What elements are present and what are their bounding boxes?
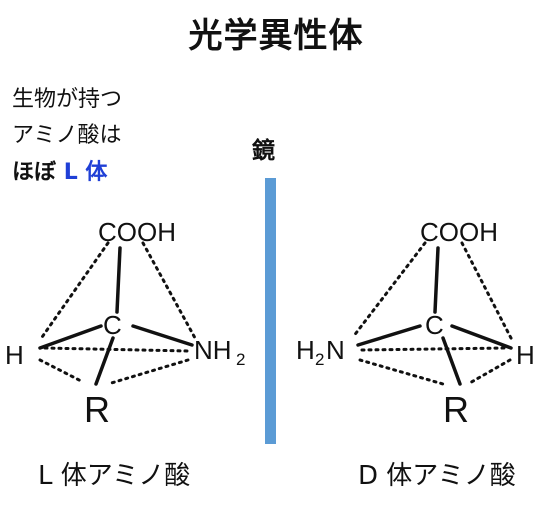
d-label-n: N — [326, 335, 345, 365]
l-label-r: R — [84, 389, 110, 430]
l-bond-left — [38, 324, 103, 350]
d-edge-right-bottom — [466, 358, 512, 386]
d-edge-top-right — [460, 241, 514, 342]
d-edge-left-right — [360, 346, 508, 352]
d-bond-left — [356, 324, 422, 347]
l-bond-bottom — [94, 336, 115, 386]
d-molecule: COOH C H 2 N H R — [296, 217, 535, 430]
l-edge-left-bottom — [38, 358, 85, 384]
d-bond-right — [450, 324, 513, 350]
d-bond-top — [433, 246, 440, 314]
d-label-h2-main: H — [296, 335, 315, 365]
l-molecule: COOH C H NH 2 R — [5, 217, 245, 430]
l-label-nh-subscript: 2 — [236, 350, 245, 369]
d-edge-left-bottom — [358, 358, 445, 386]
l-caption: L 体アミノ酸 — [38, 461, 191, 491]
d-caption: D 体アミノ酸 — [358, 461, 516, 491]
l-bond-top — [115, 246, 122, 314]
d-label-cooh: COOH — [420, 217, 498, 247]
page-title: 光学異性体 — [188, 16, 364, 56]
d-bond-bottom — [441, 336, 462, 386]
d-label-h: H — [516, 340, 535, 370]
l-label-cooh: COOH — [98, 217, 176, 247]
l-edge-top-left — [38, 241, 110, 342]
note-line-3: ほぼ L 体 — [12, 159, 107, 187]
note-line-3-prefix: ほぼ — [12, 160, 57, 185]
note-highlight: L 体 — [63, 160, 108, 185]
note-line-2: アミノ酸は — [12, 123, 122, 148]
mirror-label: 鏡 — [252, 138, 275, 164]
note-line-1: 生物が持つ — [12, 87, 123, 112]
l-label-h: H — [5, 340, 24, 370]
d-label-r: R — [443, 389, 469, 430]
mirror-bar — [265, 178, 276, 444]
l-edge-top-right — [141, 241, 197, 340]
l-label-c: C — [103, 310, 122, 340]
l-edge-right-bottom — [106, 358, 190, 386]
l-label-nh: NH — [194, 335, 232, 365]
l-edge-left-right — [43, 346, 190, 353]
d-label-h2-subscript: 2 — [315, 350, 324, 369]
d-edge-top-left — [351, 241, 427, 339]
l-bond-right — [131, 324, 194, 347]
d-label-c: C — [425, 310, 444, 340]
